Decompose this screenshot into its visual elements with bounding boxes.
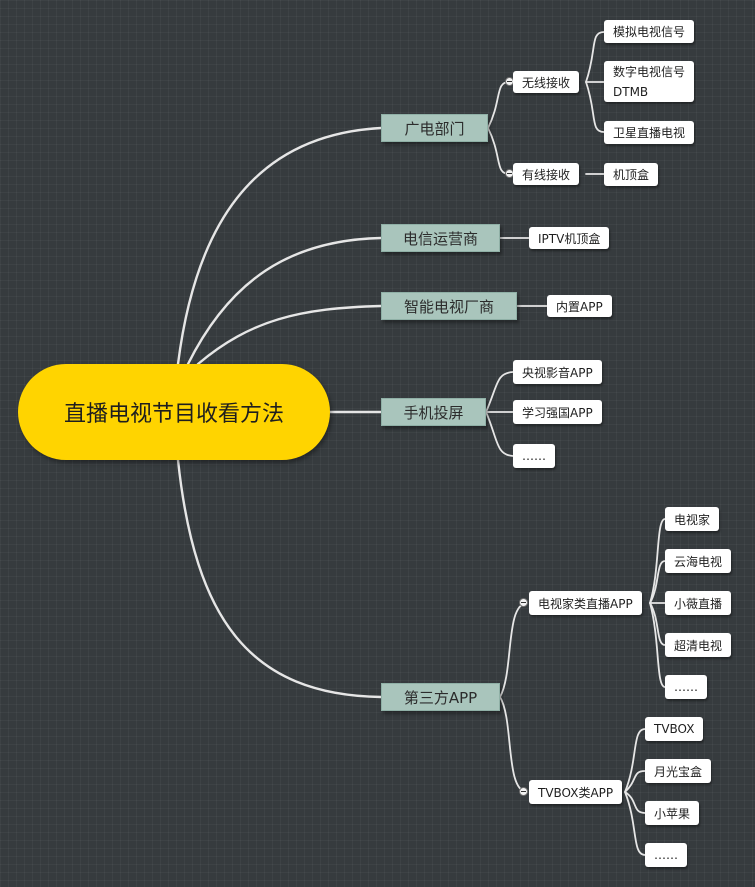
leaf-hd-tv[interactable]: 超清电视: [665, 633, 732, 657]
leaf-yunhai-tv[interactable]: 云海电视: [665, 549, 732, 573]
leaf-more[interactable]: ……: [645, 843, 687, 867]
branch-smart-tv[interactable]: 智能电视厂商: [381, 292, 517, 320]
leaf-moonlight-box[interactable]: 月光宝盒: [645, 759, 712, 783]
leaf-builtin-app[interactable]: 内置APP: [547, 295, 612, 317]
leaf-analog-tv[interactable]: 模拟电视信号: [604, 20, 695, 43]
subtopic-wireless[interactable]: 无线接收: [513, 71, 580, 93]
collapse-icon[interactable]: [519, 598, 528, 607]
leaf-xuexi-app[interactable]: 学习强国APP: [513, 400, 602, 424]
subtopic-tvbox-apps[interactable]: TVBOX类APP: [529, 780, 623, 804]
collapse-icon[interactable]: [519, 787, 528, 796]
leaf-tvbox[interactable]: TVBOX: [645, 717, 704, 741]
subtopic-tvhome-apps[interactable]: 电视家类直播APP: [529, 591, 642, 615]
leaf-iptv-box[interactable]: IPTV机顶盒: [529, 227, 610, 249]
leaf-cctv-app[interactable]: 央视影音APP: [513, 360, 602, 384]
branch-mobile-cast[interactable]: 手机投屏: [381, 398, 486, 426]
leaf-more[interactable]: ……: [513, 444, 555, 468]
leaf-digital-tv-line1: 数字电视信号: [613, 64, 686, 79]
leaf-more[interactable]: ……: [665, 675, 707, 699]
branch-third-party[interactable]: 第三方APP: [381, 683, 500, 711]
subtopic-cable[interactable]: 有线接收: [513, 163, 580, 185]
leaf-little-apple[interactable]: 小苹果: [645, 801, 700, 825]
leaf-xiaowei-live[interactable]: 小薇直播: [665, 591, 732, 615]
leaf-tvhome[interactable]: 电视家: [665, 507, 720, 531]
leaf-satellite-tv[interactable]: 卫星直播电视: [604, 121, 695, 144]
leaf-set-top-box[interactable]: 机顶盒: [604, 163, 659, 186]
branch-guangdian[interactable]: 广电部门: [381, 114, 488, 142]
leaf-digital-tv-line2: DTMB: [613, 84, 649, 99]
root-topic[interactable]: 直播电视节目收看方法: [18, 364, 330, 460]
leaf-digital-tv[interactable]: 数字电视信号 DTMB: [604, 61, 695, 102]
branch-telecom[interactable]: 电信运营商: [381, 224, 500, 252]
